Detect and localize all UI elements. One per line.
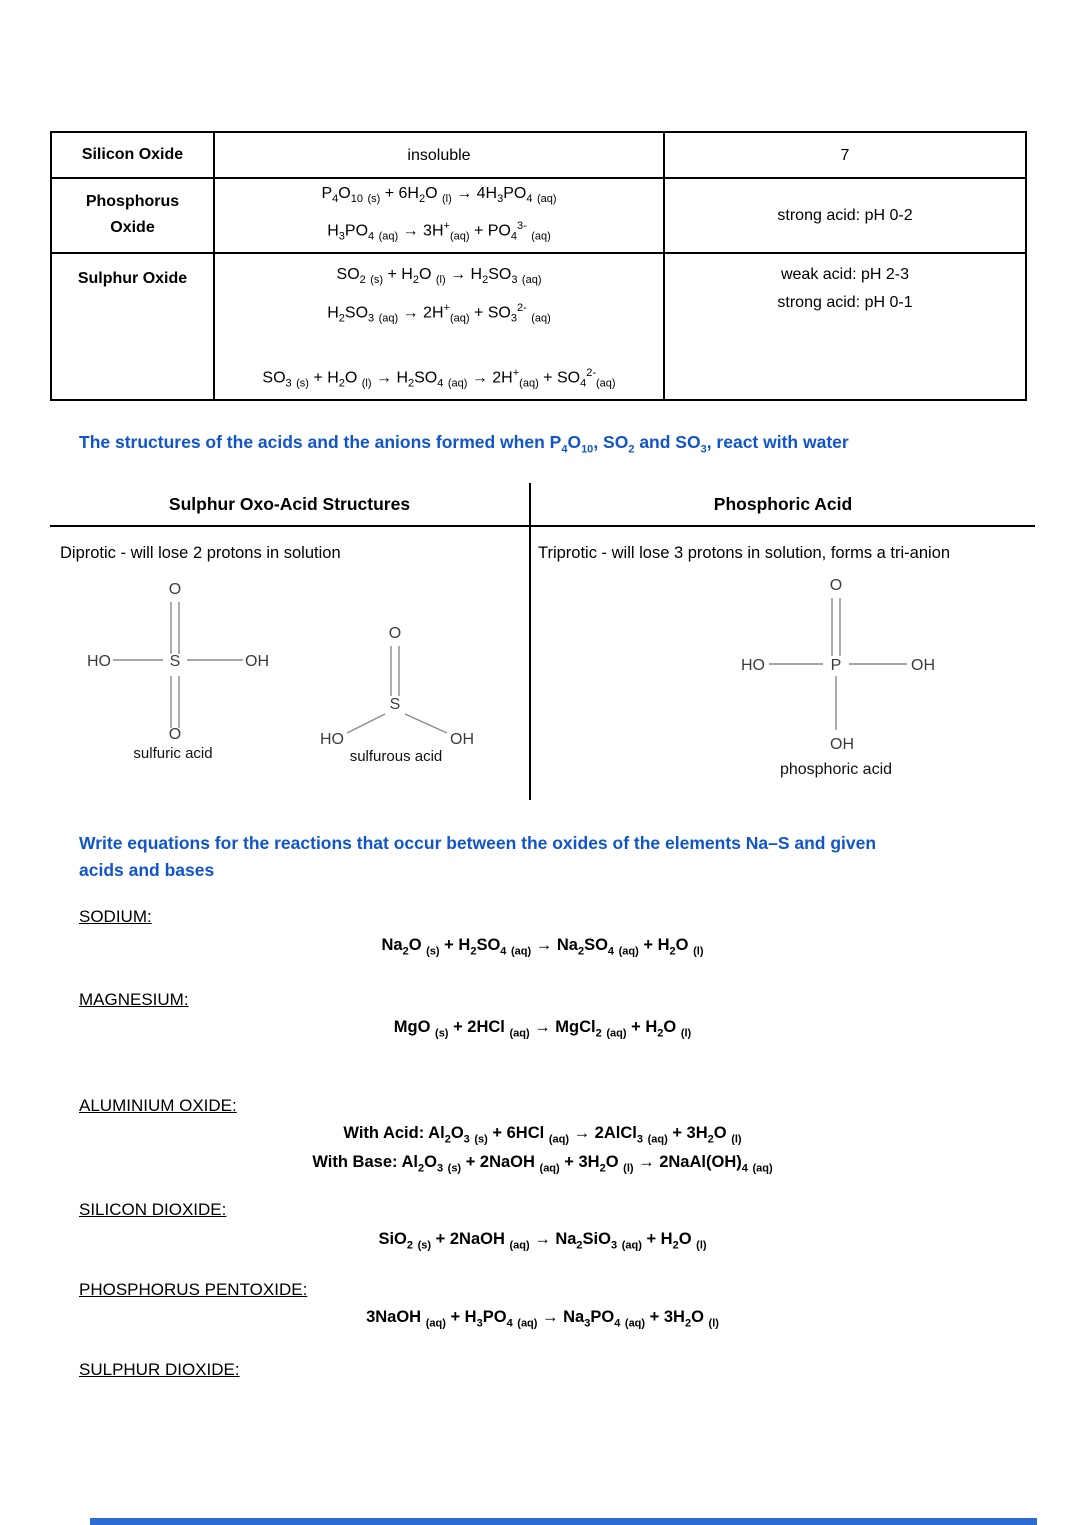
atom-label: O — [169, 581, 181, 598]
chemical-equation: P4O10 (s) + 6H2O (l) → 4H3PO4 (aq) — [321, 185, 557, 206]
table-row-sulphur-oxide: Sulphur Oxide SO2 (s) + H2O (l) → H2SO3 … — [50, 251, 1027, 401]
atom-label: O — [830, 577, 842, 594]
molecule-name-label: sulfurous acid — [350, 748, 443, 765]
section-heading-sodium: SODIUM: — [79, 907, 152, 926]
atom-label: P — [831, 657, 842, 674]
ph-cell: strong acid: pH 0-2 — [663, 177, 1027, 254]
ph-value: strong acid: pH 0-2 — [777, 206, 913, 224]
chemical-equation: MgO (s) + 2HCl (aq) → MgCl2 (aq) + H2O (… — [393, 1018, 692, 1040]
oxide-name-cell: Sulphur Oxide — [50, 251, 215, 401]
chemical-equation: SO3 (s) + H2O (l) → H2SO4 (aq) → 2H+(aq)… — [262, 367, 616, 390]
atom-label: OH — [245, 653, 269, 670]
atom-label: O — [169, 726, 181, 743]
triprotic-note: Triprotic - will lose 3 protons in solut… — [538, 544, 951, 562]
ph-value: weak acid: pH 2-3 — [780, 265, 910, 283]
molecule-diagram-sulfuric-acid: O HO S OH O sulfuric acid — [87, 581, 269, 762]
chemical-equation: Na2O (s) + H2SO4 (aq) → Na2SO4 (aq) + H2… — [381, 936, 704, 958]
bond — [346, 713, 386, 734]
atom-label: HO — [320, 731, 344, 748]
reaction-equations-cell: P4O10 (s) + 6H2O (l) → 4H3PO4 (aq) H3PO4… — [213, 177, 665, 254]
oxide-name-cell: Silicon Oxide — [50, 131, 215, 179]
section-heading-magnesium: MAGNESIUM: — [79, 990, 189, 1009]
vertical-divider — [529, 483, 531, 800]
atom-label: S — [390, 696, 401, 713]
atom-label: O — [389, 625, 401, 642]
section-heading-aluminium-oxide: ALUMINIUM OXIDE: — [79, 1096, 237, 1115]
write-equations-heading: Write equations for the reactions that o… — [79, 833, 877, 880]
atom-label: S — [170, 653, 181, 670]
molecule-name-label: phosphoric acid — [780, 761, 892, 778]
next-page-heading-highlight-strip — [90, 1518, 1037, 1525]
structures-heading: The structures of the acids and the anio… — [79, 432, 849, 456]
atom-label: HO — [87, 653, 111, 670]
phosphoric-acid-column-header: Phosphoric Acid — [713, 494, 853, 514]
reaction-equations-cell: SO2 (s) + H2O (l) → H2SO3 (aq) H2SO3 (aq… — [213, 251, 665, 401]
chemical-equation: H3PO4 (aq) → 3H+(aq) + PO43- (aq) — [327, 220, 551, 243]
bond — [404, 713, 448, 734]
sulphur-oxo-acid-column-header: Sulphur Oxo-Acid Structures — [168, 494, 411, 514]
diprotic-note: Diprotic - will lose 2 protons in soluti… — [60, 544, 341, 562]
section-heading-sulphur-dioxide: SULPHUR DIOXIDE: — [79, 1360, 240, 1379]
horizontal-divider — [50, 525, 1035, 527]
ph-cell: 7 — [663, 131, 1027, 179]
solubility-text: insoluble — [407, 146, 471, 164]
molecule-name-label: sulfuric acid — [133, 745, 212, 762]
section-heading-silicon-dioxide: SILICON DIOXIDE: — [79, 1200, 227, 1219]
molecule-diagram-sulfurous-acid: O S HO OH sulfurous acid — [320, 625, 474, 765]
table-row-silicon-oxide: Silicon Oxide insoluble 7 — [50, 131, 1027, 179]
atom-label: OH — [911, 657, 935, 674]
ph-cell: weak acid: pH 2-3 strong acid: pH 0-1 — [663, 251, 1027, 401]
chemical-equation: With Base: Al2O3 (s) + 2NaOH (aq) + 3H2O… — [312, 1153, 773, 1175]
ph-value: 7 — [840, 146, 850, 164]
molecule-diagram-phosphoric-acid: O HO P OH OH phosphoric acid — [741, 577, 935, 778]
atom-label: OH — [450, 731, 474, 748]
section-heading-phosphorus-pentoxide: PHOSPHORUS PENTOXIDE: — [79, 1280, 308, 1299]
chemical-equation: SO2 (s) + H2O (l) → H2SO3 (aq) — [336, 265, 542, 286]
ph-value: strong acid: pH 0-1 — [777, 293, 913, 311]
solubility-cell: insoluble — [213, 131, 665, 179]
atom-label: OH — [830, 736, 854, 753]
chemical-equation: 3NaOH (aq) + H3PO4 (aq) → Na3PO4 (aq) + … — [366, 1308, 719, 1330]
chemical-equation: With Acid: Al2O3 (s) + 6HCl (aq) → 2AlCl… — [343, 1124, 742, 1146]
chemical-equation: SiO2 (s) + 2NaOH (aq) → Na2SiO3 (aq) + H… — [378, 1230, 707, 1252]
atom-label: HO — [741, 657, 765, 674]
chemical-equation: H2SO3 (aq) → 2H+(aq) + SO32- (aq) — [327, 301, 551, 325]
